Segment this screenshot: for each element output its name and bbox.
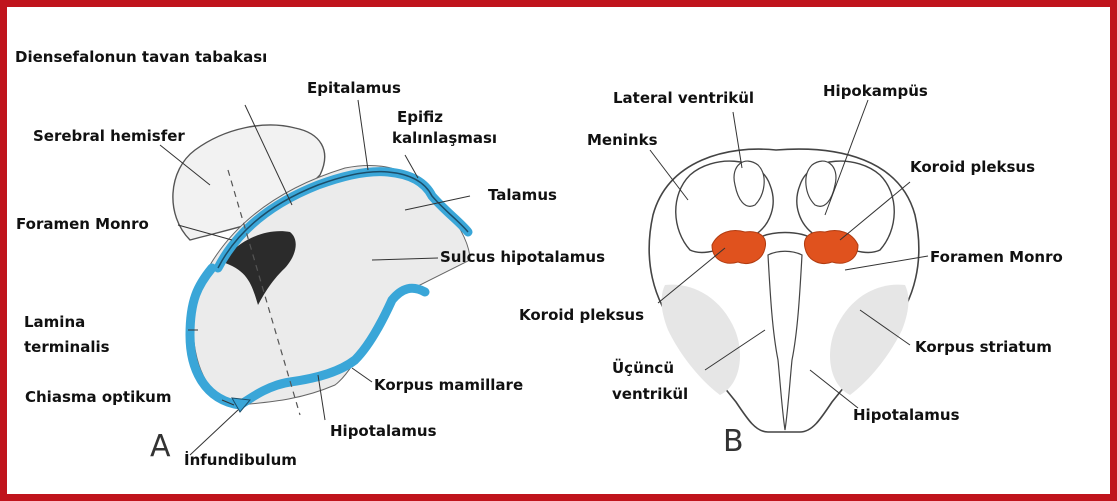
label-pineal-1: Epifiz (397, 108, 443, 126)
label-lamina-1: Lamina (24, 313, 85, 331)
label-third-ventricle-1: Üçüncü (612, 358, 674, 377)
label-sulcus: Sulcus hipotalamus (440, 248, 605, 266)
label-cerebral-hemisphere: Serebral hemisfer (33, 127, 185, 145)
panel-letter-a: A (150, 429, 171, 464)
label-choroid-plexus-left: Koroid pleksus (519, 306, 644, 324)
label-lateral-ventricle: Lateral ventrikül (613, 89, 754, 107)
choroid-plexus-left (712, 231, 766, 264)
figure-a-drawing (160, 100, 470, 455)
label-hypothalamus-b: Hipotalamus (853, 406, 960, 424)
choroid-plexus-right (804, 231, 858, 264)
label-lamina-2: terminalis (24, 338, 110, 356)
label-corpus-striatum: Korpus striatum (915, 338, 1052, 356)
label-chiasma: Chiasma optikum (25, 388, 172, 406)
panel-letter-b: B (723, 424, 744, 459)
label-pineal-2: kalınlaşması (392, 129, 497, 147)
label-foramen-monro-b: Foramen Monro (930, 248, 1063, 266)
label-foramen-monro-a: Foramen Monro (16, 215, 149, 233)
label-third-ventricle-2: ventrikül (612, 385, 688, 403)
label-infundibulum: İnfundibulum (184, 450, 297, 469)
label-hippocampus: Hipokampüs (823, 82, 928, 100)
label-hypothalamus-a: Hipotalamus (330, 422, 437, 440)
label-mamillary: Korpus mamillare (374, 376, 523, 394)
label-choroid-plexus-right: Koroid pleksus (910, 158, 1035, 176)
label-thalamus: Talamus (488, 186, 557, 204)
label-epithalamus: Epitalamus (307, 79, 401, 97)
figure-b-drawing (649, 100, 928, 432)
label-roof: Diensefalonun tavan tabakası (15, 48, 267, 66)
label-meninges: Meninks (587, 131, 658, 149)
